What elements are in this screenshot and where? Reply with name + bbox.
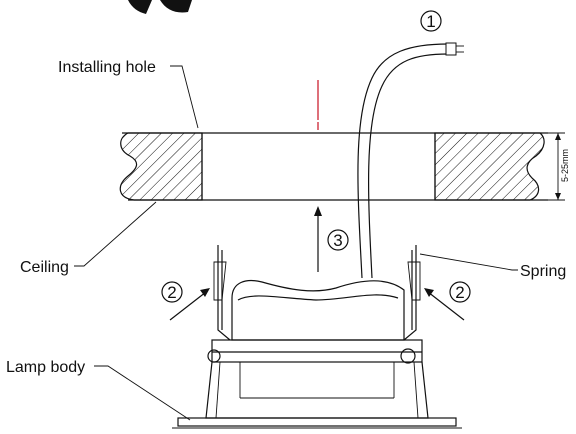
step-2-right-badge: 2 (449, 281, 471, 303)
ceiling-right-hatch (434, 132, 545, 201)
step-1-badge: 1 (420, 10, 442, 32)
top-partial-graphic (128, 0, 192, 14)
left-spring (213, 245, 231, 341)
thickness-dimension: 5-25mm (548, 132, 570, 201)
ceiling-label: Ceiling (20, 259, 69, 276)
thickness-label: 5-25mm (560, 149, 570, 182)
svg-text:3: 3 (333, 231, 342, 250)
step-2-left-badge: 2 (161, 281, 183, 303)
power-cable (357, 42, 464, 279)
installing-hole-label: Installing hole (58, 59, 156, 76)
lamp-body-callout: Lamp body (6, 359, 191, 421)
push-up-arrow (314, 206, 322, 272)
right-spring (403, 245, 421, 341)
spring-callout: Spring (419, 253, 566, 280)
spring-label: Spring (520, 263, 566, 280)
lamp-body-drawing (172, 279, 462, 429)
svg-text:2: 2 (455, 283, 464, 302)
svg-text:1: 1 (426, 12, 435, 31)
lamp-body-label: Lamp body (6, 359, 85, 376)
installing-hole-callout: Installing hole (58, 59, 199, 129)
ceiling-left-hatch (119, 132, 203, 201)
ceiling-section (119, 132, 548, 201)
ceiling-callout: Ceiling (20, 201, 157, 276)
step-3-badge: 3 (327, 229, 349, 251)
press-spring-arrow-right (424, 288, 465, 321)
svg-text:2: 2 (167, 283, 176, 302)
press-spring-arrow-left (169, 288, 210, 321)
